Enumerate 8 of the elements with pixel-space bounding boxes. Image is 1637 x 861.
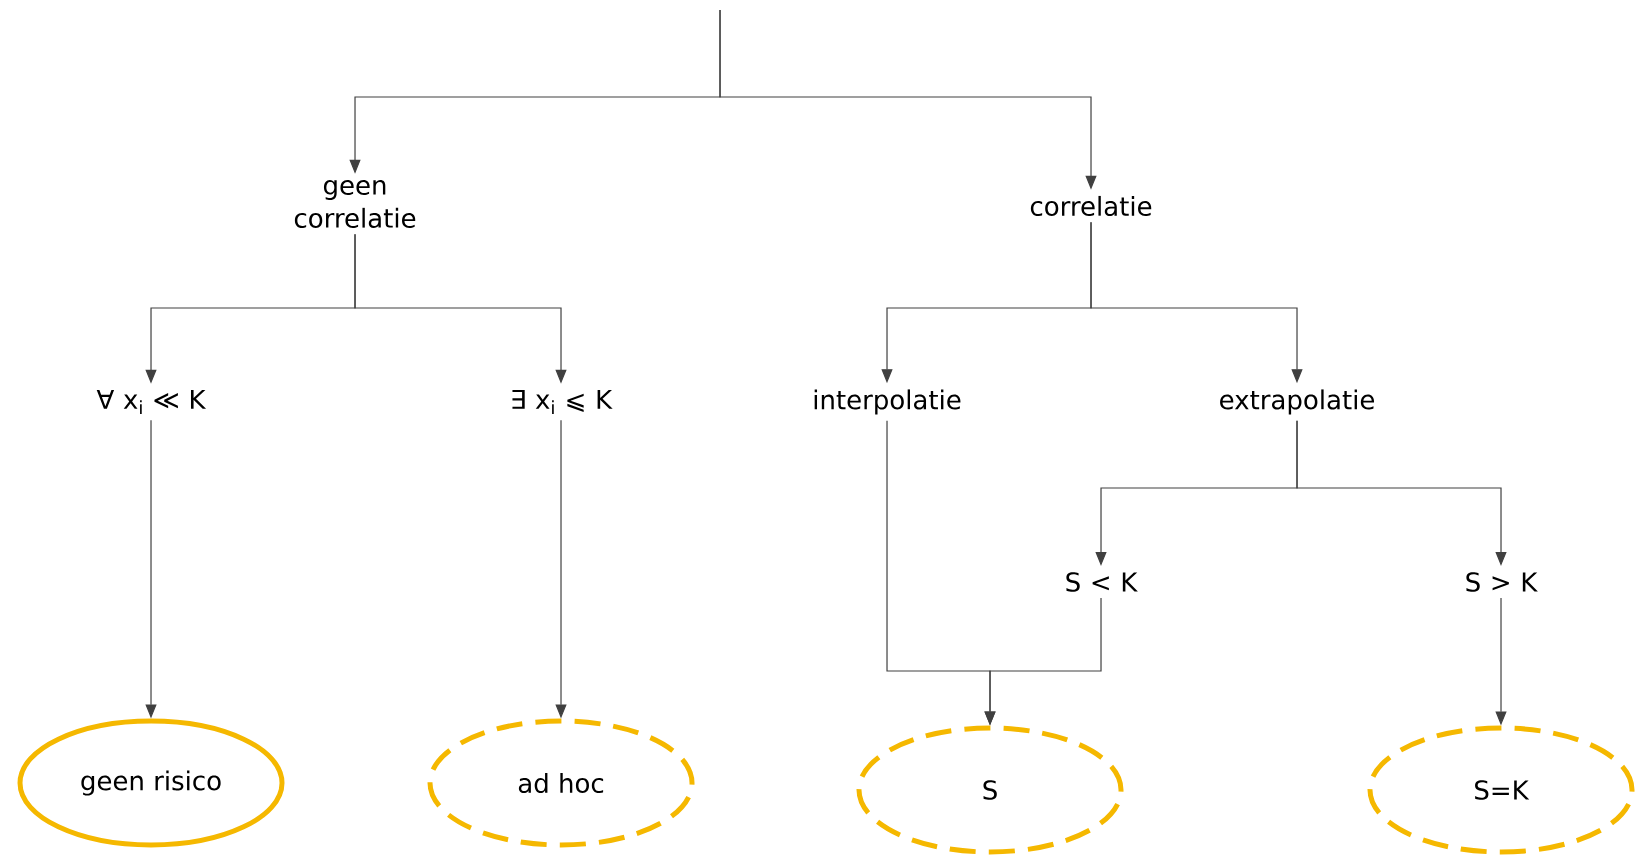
step-label: S < K <box>1066 572 1138 592</box>
step-label: ∀ x$_{i}$ ≪ K <box>96 389 207 415</box>
step-label: ∃ x$_{i}$ ⩽ K <box>512 389 613 415</box>
step-label: interpolatie <box>814 389 961 415</box>
step-label: geen correlatie <box>294 180 416 228</box>
step-label: extrapolatie <box>1220 389 1375 415</box>
step-label: correlatie <box>1030 195 1152 217</box>
step-label: S > K <box>1466 572 1538 592</box>
